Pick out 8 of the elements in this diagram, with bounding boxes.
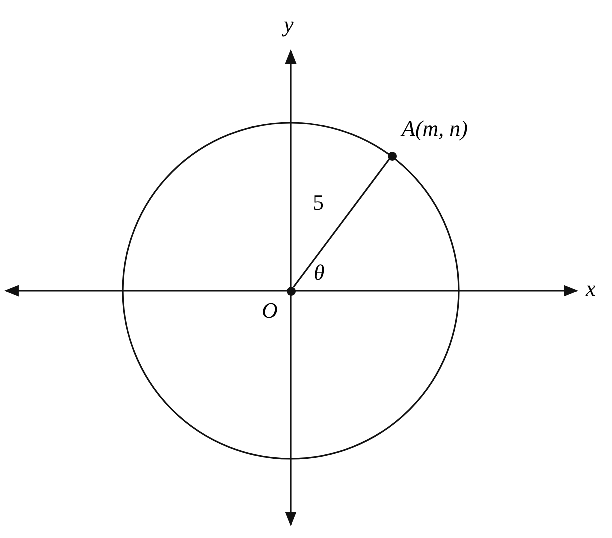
point [388, 152, 396, 160]
radius-line [293, 159, 390, 288]
axis-label: y [284, 14, 294, 36]
axis-label: x [586, 278, 596, 300]
point [286, 286, 296, 296]
point-label: A(m, n) [402, 118, 468, 140]
point-label: O [262, 300, 278, 322]
axis-label: θ [314, 262, 325, 284]
